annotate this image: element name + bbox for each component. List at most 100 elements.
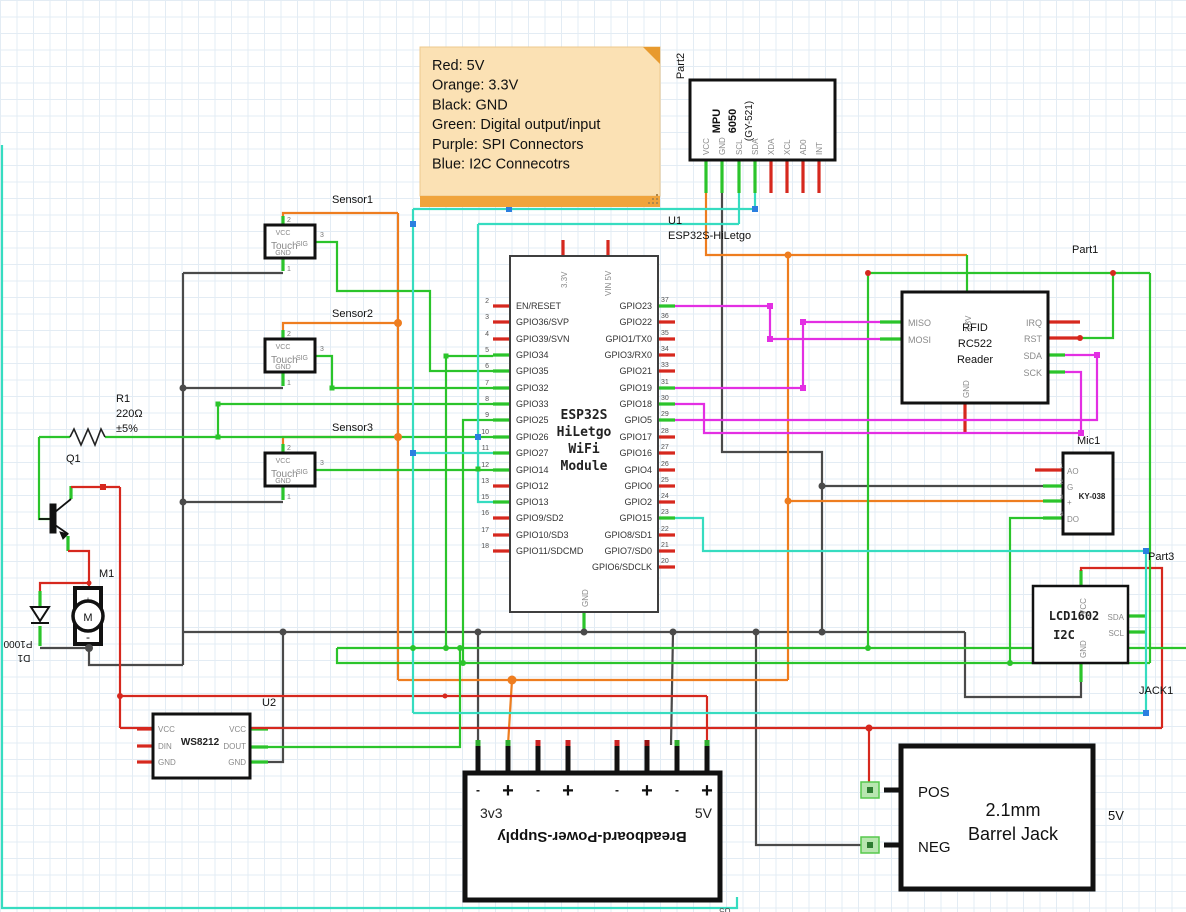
wire-green-bus2[interactable]	[335, 648, 1150, 665]
transistor-arrow[interactable]	[59, 531, 69, 540]
wire-motor-top[interactable]	[38, 581, 89, 591]
wire-spi-sck[interactable]	[675, 370, 1083, 435]
esp-l2: GPIO36/SVP	[516, 317, 569, 327]
s3-sig: SIG	[296, 469, 308, 476]
junction-dot	[784, 497, 792, 505]
esp-ln14: 16	[481, 510, 489, 517]
junction-dot	[580, 628, 588, 636]
lcd-body[interactable]	[1031, 584, 1130, 665]
esp-ln1: 2	[485, 298, 489, 305]
lcd-pin-gnd: GND	[1079, 640, 1088, 658]
junction-dot	[767, 303, 773, 309]
wire-spi-miso[interactable]	[675, 320, 880, 390]
rfid-body[interactable]	[900, 290, 1050, 405]
junction-dot	[818, 482, 826, 490]
wire-spi-sda[interactable]	[675, 353, 1099, 422]
wire-mic-do[interactable]	[1008, 516, 1043, 663]
mic-n4: 4	[1060, 512, 1064, 518]
motor-plus: +	[85, 595, 90, 605]
esp-rn14: 23	[661, 509, 669, 516]
note-resize-handle-icon	[652, 202, 654, 204]
wire-q1-base[interactable]	[37, 437, 50, 521]
mpu-pin-xcl: XCL	[783, 139, 792, 155]
junction-dot	[460, 660, 466, 666]
note-body[interactable]	[419, 46, 661, 197]
esp-l10: GPIO27	[516, 448, 549, 458]
junction-dot	[279, 628, 287, 636]
mpu-pin-vcc: VCC	[702, 138, 711, 155]
esp-r10: GPIO16	[619, 448, 652, 458]
sensor3-body[interactable]	[263, 451, 317, 488]
junction-dot	[1007, 660, 1013, 666]
ws-title: WS8212	[181, 737, 220, 748]
rfid-pin-rst: RST	[1024, 334, 1043, 344]
s2-sig: SIG	[296, 355, 308, 362]
wire-rfid-rst[interactable]	[1080, 273, 1115, 340]
diode-triangle[interactable]	[29, 606, 51, 623]
ws8212-body[interactable]	[151, 712, 252, 780]
mic-n3: 3	[1060, 495, 1064, 501]
wire-ws-gnd[interactable]	[268, 632, 285, 764]
esp-title-3: WiFi	[568, 442, 599, 457]
mpu-title-1: MPU	[711, 109, 723, 134]
wire-lcd-gnd[interactable]	[963, 632, 1083, 699]
psu-pin-cap-7	[674, 740, 680, 746]
mic-body[interactable]	[1061, 451, 1115, 536]
esp-rn8: 29	[661, 411, 669, 418]
esp-r5: GPIO21	[619, 366, 652, 376]
junction-dot	[410, 221, 416, 227]
junction-dot	[818, 628, 826, 636]
wire-mpu-gnd[interactable]	[720, 193, 824, 632]
junction-dot	[474, 628, 482, 636]
transistor-emitter[interactable]	[54, 524, 69, 535]
s1-touch: Touch	[271, 241, 298, 252]
esp-r16: GPIO7/SD0	[604, 546, 652, 556]
wire-scl-vert[interactable]	[476, 224, 493, 504]
note-bar[interactable]	[420, 196, 660, 207]
transistor-collector[interactable]	[54, 498, 72, 513]
psu-sym-7: -	[675, 783, 679, 797]
esp-l13: GPIO13	[516, 497, 549, 507]
sensor1-body[interactable]	[263, 223, 317, 260]
wire-gpio25[interactable]	[461, 418, 493, 663]
label-r1: R1	[116, 393, 130, 405]
s1-n3: 3	[320, 232, 324, 239]
wire-s2-vcc-o[interactable]	[281, 321, 398, 330]
mpu-title-2: 6050	[727, 109, 739, 133]
wire-ws-dout[interactable]	[268, 648, 462, 749]
esp32-body[interactable]	[509, 255, 659, 613]
note-line: Blue: I2C Connecotrs	[432, 157, 570, 173]
esp-rn15: 22	[661, 526, 669, 533]
mpu-pin-xda: XDA	[767, 138, 776, 155]
esp-title-2: HiLetgo	[557, 425, 612, 440]
junction-dot	[117, 693, 123, 699]
wire-gnd-jackneg[interactable]	[754, 632, 866, 847]
resistor-zigzag[interactable]	[69, 427, 106, 448]
wire-spi-mosi[interactable]	[675, 304, 880, 341]
ws-r-gnd: GND	[228, 758, 246, 767]
s2-touch: Touch	[271, 355, 298, 366]
motor-minus: -	[86, 630, 90, 644]
sensor2-body[interactable]	[263, 337, 317, 374]
wire-gnd-psu7[interactable]	[669, 631, 675, 746]
esp-l14: GPIO9/SD2	[516, 513, 564, 523]
ws-l-din: DIN	[158, 742, 172, 751]
transistor-bar[interactable]	[49, 503, 57, 534]
wire-gpio15-i2c[interactable]	[675, 516, 1146, 553]
wire-motor-gnd[interactable]	[87, 648, 183, 667]
power-supply-body[interactable]	[462, 770, 723, 903]
mpu6050-body[interactable]	[688, 78, 837, 162]
note-fold-icon	[643, 47, 660, 64]
junction-dot	[442, 693, 448, 699]
note-line: Green: Digital output/input	[432, 117, 600, 133]
wire-mpu-vcc[interactable]	[704, 193, 967, 257]
barrel-jack-body[interactable]	[898, 743, 1096, 892]
motor-circle[interactable]	[71, 599, 105, 633]
junction-dot	[752, 628, 760, 636]
psu-sym-8: +	[701, 780, 713, 802]
wire-edge[interactable]	[0, 145, 739, 910]
wire-q1-emit-r[interactable]	[68, 549, 91, 588]
esp-ln13: 15	[481, 494, 489, 501]
wire-s1-vcc-o[interactable]	[281, 211, 398, 216]
wire-s1-sig[interactable]	[315, 240, 493, 373]
